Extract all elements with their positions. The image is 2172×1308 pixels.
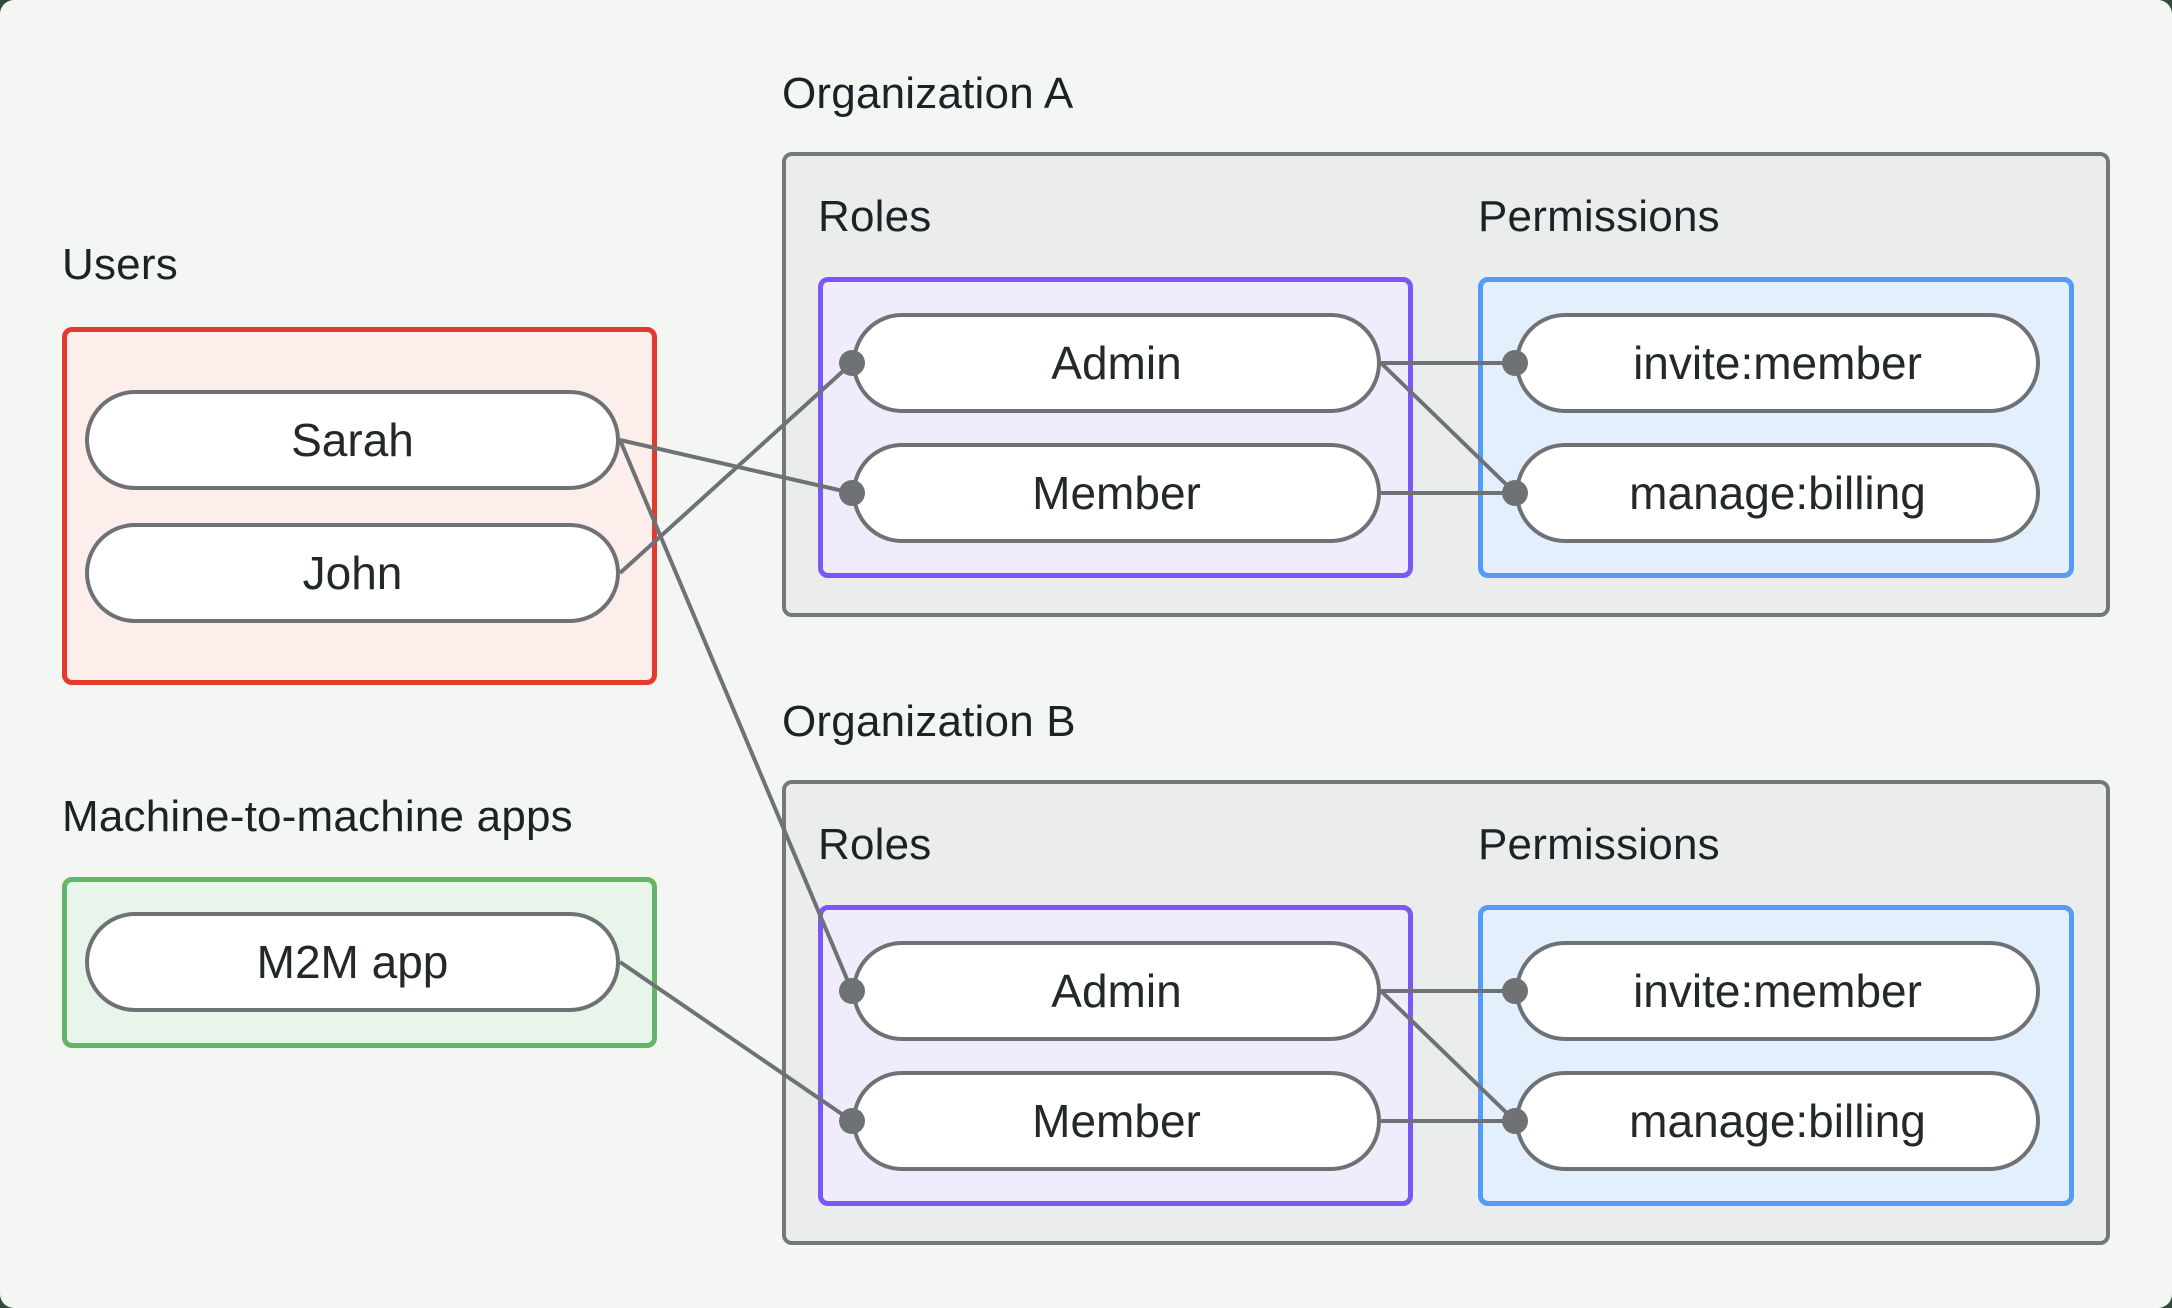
org-a-permission-pill-invite-member: invite:member — [1515, 313, 2040, 413]
org-a-role-pill-member: Member — [852, 443, 1381, 543]
org-a-permission-invite-label: invite:member — [1633, 337, 1922, 389]
org-a-role-pill-admin: Admin — [852, 313, 1381, 413]
m2m-group-label: Machine-to-machine apps — [62, 792, 573, 841]
org-b-permissions-label: Permissions — [1478, 820, 1720, 869]
org-a-roles-label: Roles — [818, 192, 932, 241]
org-b-permission-pill-manage-billing: manage:billing — [1515, 1071, 2040, 1171]
user-pill-sarah: Sarah — [85, 390, 620, 490]
users-group-box — [62, 327, 657, 685]
org-b-permission-invite-label: invite:member — [1633, 965, 1922, 1017]
org-a-permissions-label: Permissions — [1478, 192, 1720, 241]
org-a-permission-pill-manage-billing: manage:billing — [1515, 443, 2040, 543]
org-a-permission-manage-label: manage:billing — [1629, 467, 1926, 519]
org-b-role-pill-member: Member — [852, 1071, 1381, 1171]
org-a-role-member-label: Member — [1032, 467, 1201, 519]
org-b-role-admin-label: Admin — [1051, 965, 1182, 1017]
org-a-role-admin-label: Admin — [1051, 337, 1182, 389]
org-a-title: Organization A — [782, 69, 1074, 118]
user-pill-john-label: John — [302, 547, 403, 599]
org-b-role-member-label: Member — [1032, 1095, 1201, 1147]
users-group-label: Users — [62, 240, 178, 289]
org-b-permission-pill-invite-member: invite:member — [1515, 941, 2040, 1041]
org-b-permission-manage-label: manage:billing — [1629, 1095, 1926, 1147]
user-pill-john: John — [85, 523, 620, 623]
org-b-role-pill-admin: Admin — [852, 941, 1381, 1041]
org-b-title: Organization B — [782, 697, 1076, 746]
user-pill-sarah-label: Sarah — [291, 414, 414, 466]
m2m-app-pill: M2M app — [85, 912, 620, 1012]
org-b-roles-label: Roles — [818, 820, 932, 869]
m2m-app-pill-label: M2M app — [256, 936, 449, 988]
